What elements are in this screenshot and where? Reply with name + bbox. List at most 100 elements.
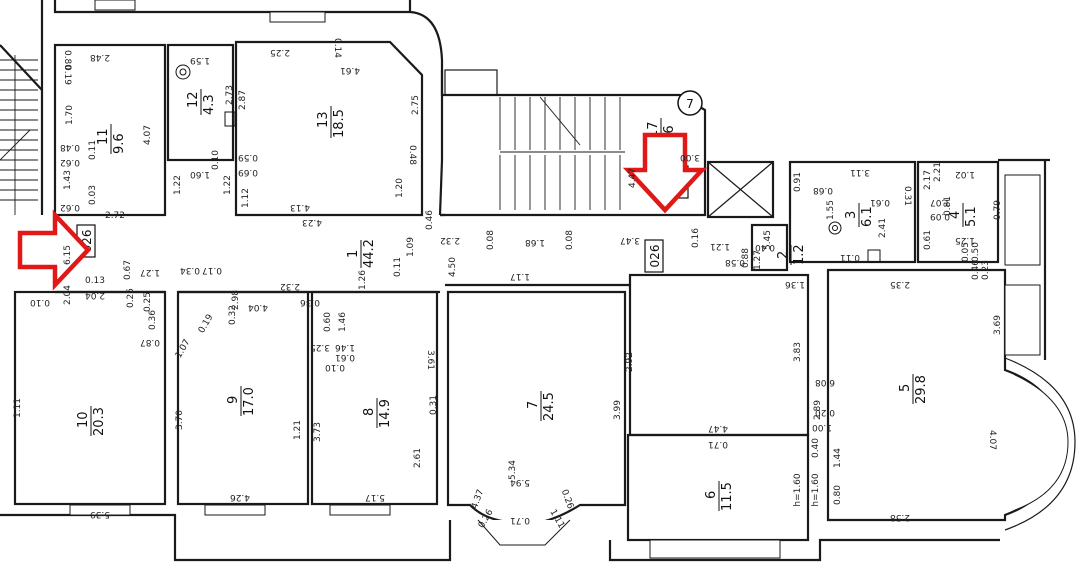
room-9-number: 9 xyxy=(226,396,241,404)
room-13-area: 18.5 xyxy=(332,109,347,138)
dimension-label: 1.17 xyxy=(510,271,530,281)
dimension-label: 0.50 xyxy=(971,242,981,262)
dimension-label: 4.47 xyxy=(628,168,638,188)
dimension-label: 1.22 xyxy=(173,175,183,195)
dimension-label: 0.10 xyxy=(211,150,221,170)
dimension-label: 3.73 xyxy=(313,422,323,442)
dimension-label: 2.25 xyxy=(270,47,290,57)
dimension-label: 0.67 xyxy=(123,260,133,280)
dimension-label: 2.61 xyxy=(413,448,423,468)
dimension-label: 2.04 xyxy=(85,290,105,300)
dimension-label: 3.69 xyxy=(993,315,1003,335)
dimension-label: 1.11 xyxy=(13,398,23,418)
dimension-label: 6.15 xyxy=(63,245,73,265)
walls xyxy=(0,0,1076,562)
dimension-label: 0.08 xyxy=(486,230,496,250)
dimension-label: 4.07 xyxy=(143,125,153,145)
red-arrow-right xyxy=(17,209,92,291)
dimension-label: 2.87 xyxy=(238,90,248,110)
dimension-label: 3.83 xyxy=(793,342,803,362)
dimension-label: 4.61 xyxy=(340,65,360,75)
dimension-label: 3.25 xyxy=(310,342,330,352)
room-3-area: 6.1 xyxy=(860,206,875,227)
dimension-label: 0.60 xyxy=(323,312,333,332)
dimension-label: 1.21 xyxy=(293,420,303,440)
room-6-number: 6 xyxy=(704,491,719,499)
room-2-area: 1.2 xyxy=(792,244,807,265)
dimension-label: 5.17 xyxy=(365,492,385,502)
dimension-label: 0.08 xyxy=(565,230,575,250)
dimension-label: 2.35 xyxy=(890,279,910,289)
room-8-number: 8 xyxy=(362,408,377,416)
dimension-label: 0.14 xyxy=(332,38,342,58)
dimension-label: 2.75 xyxy=(411,95,421,115)
dimension-label: 0.91 xyxy=(793,172,803,192)
room-4-area: 5.1 xyxy=(964,206,979,227)
dimension-label: 0.16 xyxy=(691,228,701,248)
room-3-number: 3 xyxy=(844,211,859,219)
dimension-label: 0.40 xyxy=(755,242,775,252)
dimension-label: 0.87 xyxy=(140,337,160,347)
dimension-label: 2.21 xyxy=(933,162,943,182)
room-5-area: 29.8 xyxy=(914,375,929,404)
room-2-number: 2 xyxy=(776,251,791,259)
dimension-label: 0.69 xyxy=(238,167,258,177)
dimension-label: 0.62 xyxy=(60,157,80,167)
fixtures: 7 xyxy=(175,64,881,263)
dimension-label: 0.11 xyxy=(840,252,860,262)
room-1-number: 1 xyxy=(346,250,361,258)
room-7-number: 7 xyxy=(526,401,541,409)
dimension-label: 3.11 xyxy=(850,167,870,177)
dimension-label: 0.48 xyxy=(60,142,80,152)
dimension-label: 1.43 xyxy=(63,170,73,190)
room-7-area: 24.5 xyxy=(542,392,557,421)
dimension-label: 4.23 xyxy=(302,217,322,227)
dimension-label: 0.31 xyxy=(902,186,912,206)
room-13-number: 13 xyxy=(316,111,331,128)
dimension-label: 2.89 xyxy=(813,400,823,420)
dimension-label: 4.07 xyxy=(987,430,997,450)
dimension-label: h=1.60 xyxy=(811,473,821,507)
dimension-label: 0.80 xyxy=(62,50,72,70)
red-arrow-down xyxy=(622,132,708,214)
dimension-label: 1.07 xyxy=(930,197,950,207)
dimension-label: 1.20 xyxy=(395,178,405,198)
dimension-label: 4.26 xyxy=(230,492,250,502)
dimension-label: h=1.60 xyxy=(793,473,803,507)
dimension-label: 5.39 xyxy=(90,509,110,519)
room-10-area: 20.3 xyxy=(92,407,107,436)
dimension-label: 2.98 xyxy=(231,290,241,310)
dimension-label: 3.00 xyxy=(680,152,700,162)
room-8-area: 14.9 xyxy=(378,399,393,428)
room-6-area: 11.5 xyxy=(720,482,735,511)
dimension-label: 0.34 xyxy=(180,265,200,275)
dimension-label: 0.17 xyxy=(202,265,222,275)
dimension-label: 1.59 xyxy=(190,55,210,65)
dimension-label: 0.59 xyxy=(238,152,258,162)
dimension-label: 2.92 xyxy=(625,352,635,372)
dimension-label: 2.32 xyxy=(280,281,300,291)
dimension-label: 0.11 xyxy=(393,257,403,277)
dimension-label: 1.55 xyxy=(826,200,836,220)
dimension-label: 0.25 xyxy=(126,288,136,308)
room-9-area: 17.0 xyxy=(242,387,257,416)
dimension-label: 0.19 xyxy=(62,65,72,85)
dimension-label: 0.71 xyxy=(510,515,530,525)
room-12-area: 4.3 xyxy=(202,94,217,115)
dimension-label: 2.32 xyxy=(440,235,460,245)
dimension-label: 2.17 xyxy=(923,170,933,190)
dimension-label: 0.20 xyxy=(815,407,835,417)
dimension-label: 3.99 xyxy=(613,400,623,420)
dimension-label: 0.31 xyxy=(429,395,439,415)
dimension-label: 2.48 xyxy=(90,52,110,62)
dimension-label: 0.25 xyxy=(143,292,153,312)
dimension-label: 1.00 xyxy=(812,422,832,432)
dimension-label: 0.46 xyxy=(425,210,435,230)
dimension-label: 1.27 xyxy=(140,267,160,277)
dimension-label: 3.47 xyxy=(620,235,640,245)
dimension-label: 2.58 xyxy=(890,512,910,522)
dimension-label: 1.21 xyxy=(710,241,730,251)
dimension-label: 1.22 xyxy=(223,175,233,195)
dimension-label: 1.12 xyxy=(241,188,251,208)
